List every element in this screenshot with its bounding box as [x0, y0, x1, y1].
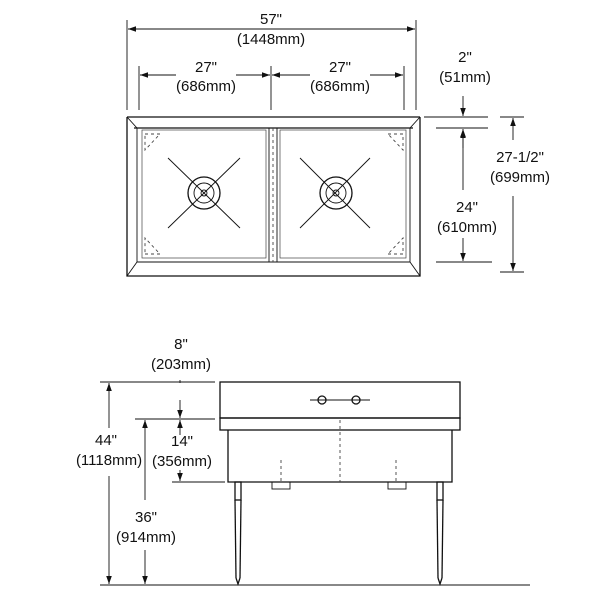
dimension-bowl-height: 14" (356mm) — [152, 420, 212, 481]
left-faucet-hole-icon — [317, 395, 327, 405]
overall-height-imperial: 44" — [95, 432, 117, 449]
overall-width-imperial: 57" — [260, 11, 282, 28]
sink-bowl-body — [227, 420, 453, 490]
overall-depth-imperial: 27-1/2" — [496, 149, 544, 166]
backsplash-height-metric: (203mm) — [151, 356, 211, 373]
right-faucet-hole-icon — [351, 395, 361, 405]
left-drain-icon — [187, 176, 221, 210]
dimension-bowl-depth: 24" (610mm) — [436, 130, 497, 263]
dimension-left-bowl-width: 27" (686mm) — [138, 58, 272, 110]
right-bowl-width-imperial: 27" — [329, 59, 351, 76]
bowl-depth-metric: (610mm) — [437, 219, 497, 236]
top-view: 57" (1448mm) 27" (686mm) 27" (686mm) 2" — [126, 11, 550, 277]
sink-legs — [234, 481, 444, 587]
left-bowl — [141, 129, 267, 259]
overall-width-metric: (1448mm) — [237, 31, 305, 48]
backsplash-height-imperial: 8" — [174, 336, 188, 353]
dimension-overall-width: 57" (1448mm) — [126, 11, 417, 110]
left-bowl-width-imperial: 27" — [195, 59, 217, 76]
bowl-height-metric: (356mm) — [152, 453, 212, 470]
right-bowl-width-metric: (686mm) — [310, 78, 370, 95]
overall-depth-metric: (699mm) — [490, 169, 550, 186]
backsplash-depth-metric: (51mm) — [439, 69, 491, 86]
dimension-backsplash-depth: 2" (51mm) — [424, 49, 491, 148]
dimension-backsplash-height: 8" (203mm) — [151, 336, 211, 418]
dimension-overall-height: 44" (1118mm) — [76, 383, 142, 584]
dimension-right-bowl-width: 27" (686mm) — [272, 58, 405, 110]
bowl-depth-imperial: 24" — [456, 199, 478, 216]
right-bowl — [279, 129, 407, 259]
bowl-height-imperial: 14" — [171, 433, 193, 450]
sink-rim — [219, 417, 461, 431]
dimension-rim-height: 36" (914mm) — [116, 420, 176, 584]
dimension-overall-depth: 27-1/2" (699mm) — [490, 116, 550, 273]
left-bowl-width-metric: (686mm) — [176, 78, 236, 95]
backsplash-depth-imperial: 2" — [458, 49, 472, 66]
backsplash — [219, 381, 461, 419]
rim-height-metric: (914mm) — [116, 529, 176, 546]
right-drain-icon — [319, 176, 353, 210]
sink-top-outline — [126, 116, 421, 277]
overall-height-metric: (1118mm) — [76, 452, 142, 469]
front-view: 8" (203mm) 14" (356mm) 44" (1118mm) 36" … — [76, 336, 530, 587]
rim-height-imperial: 36" — [135, 509, 157, 526]
